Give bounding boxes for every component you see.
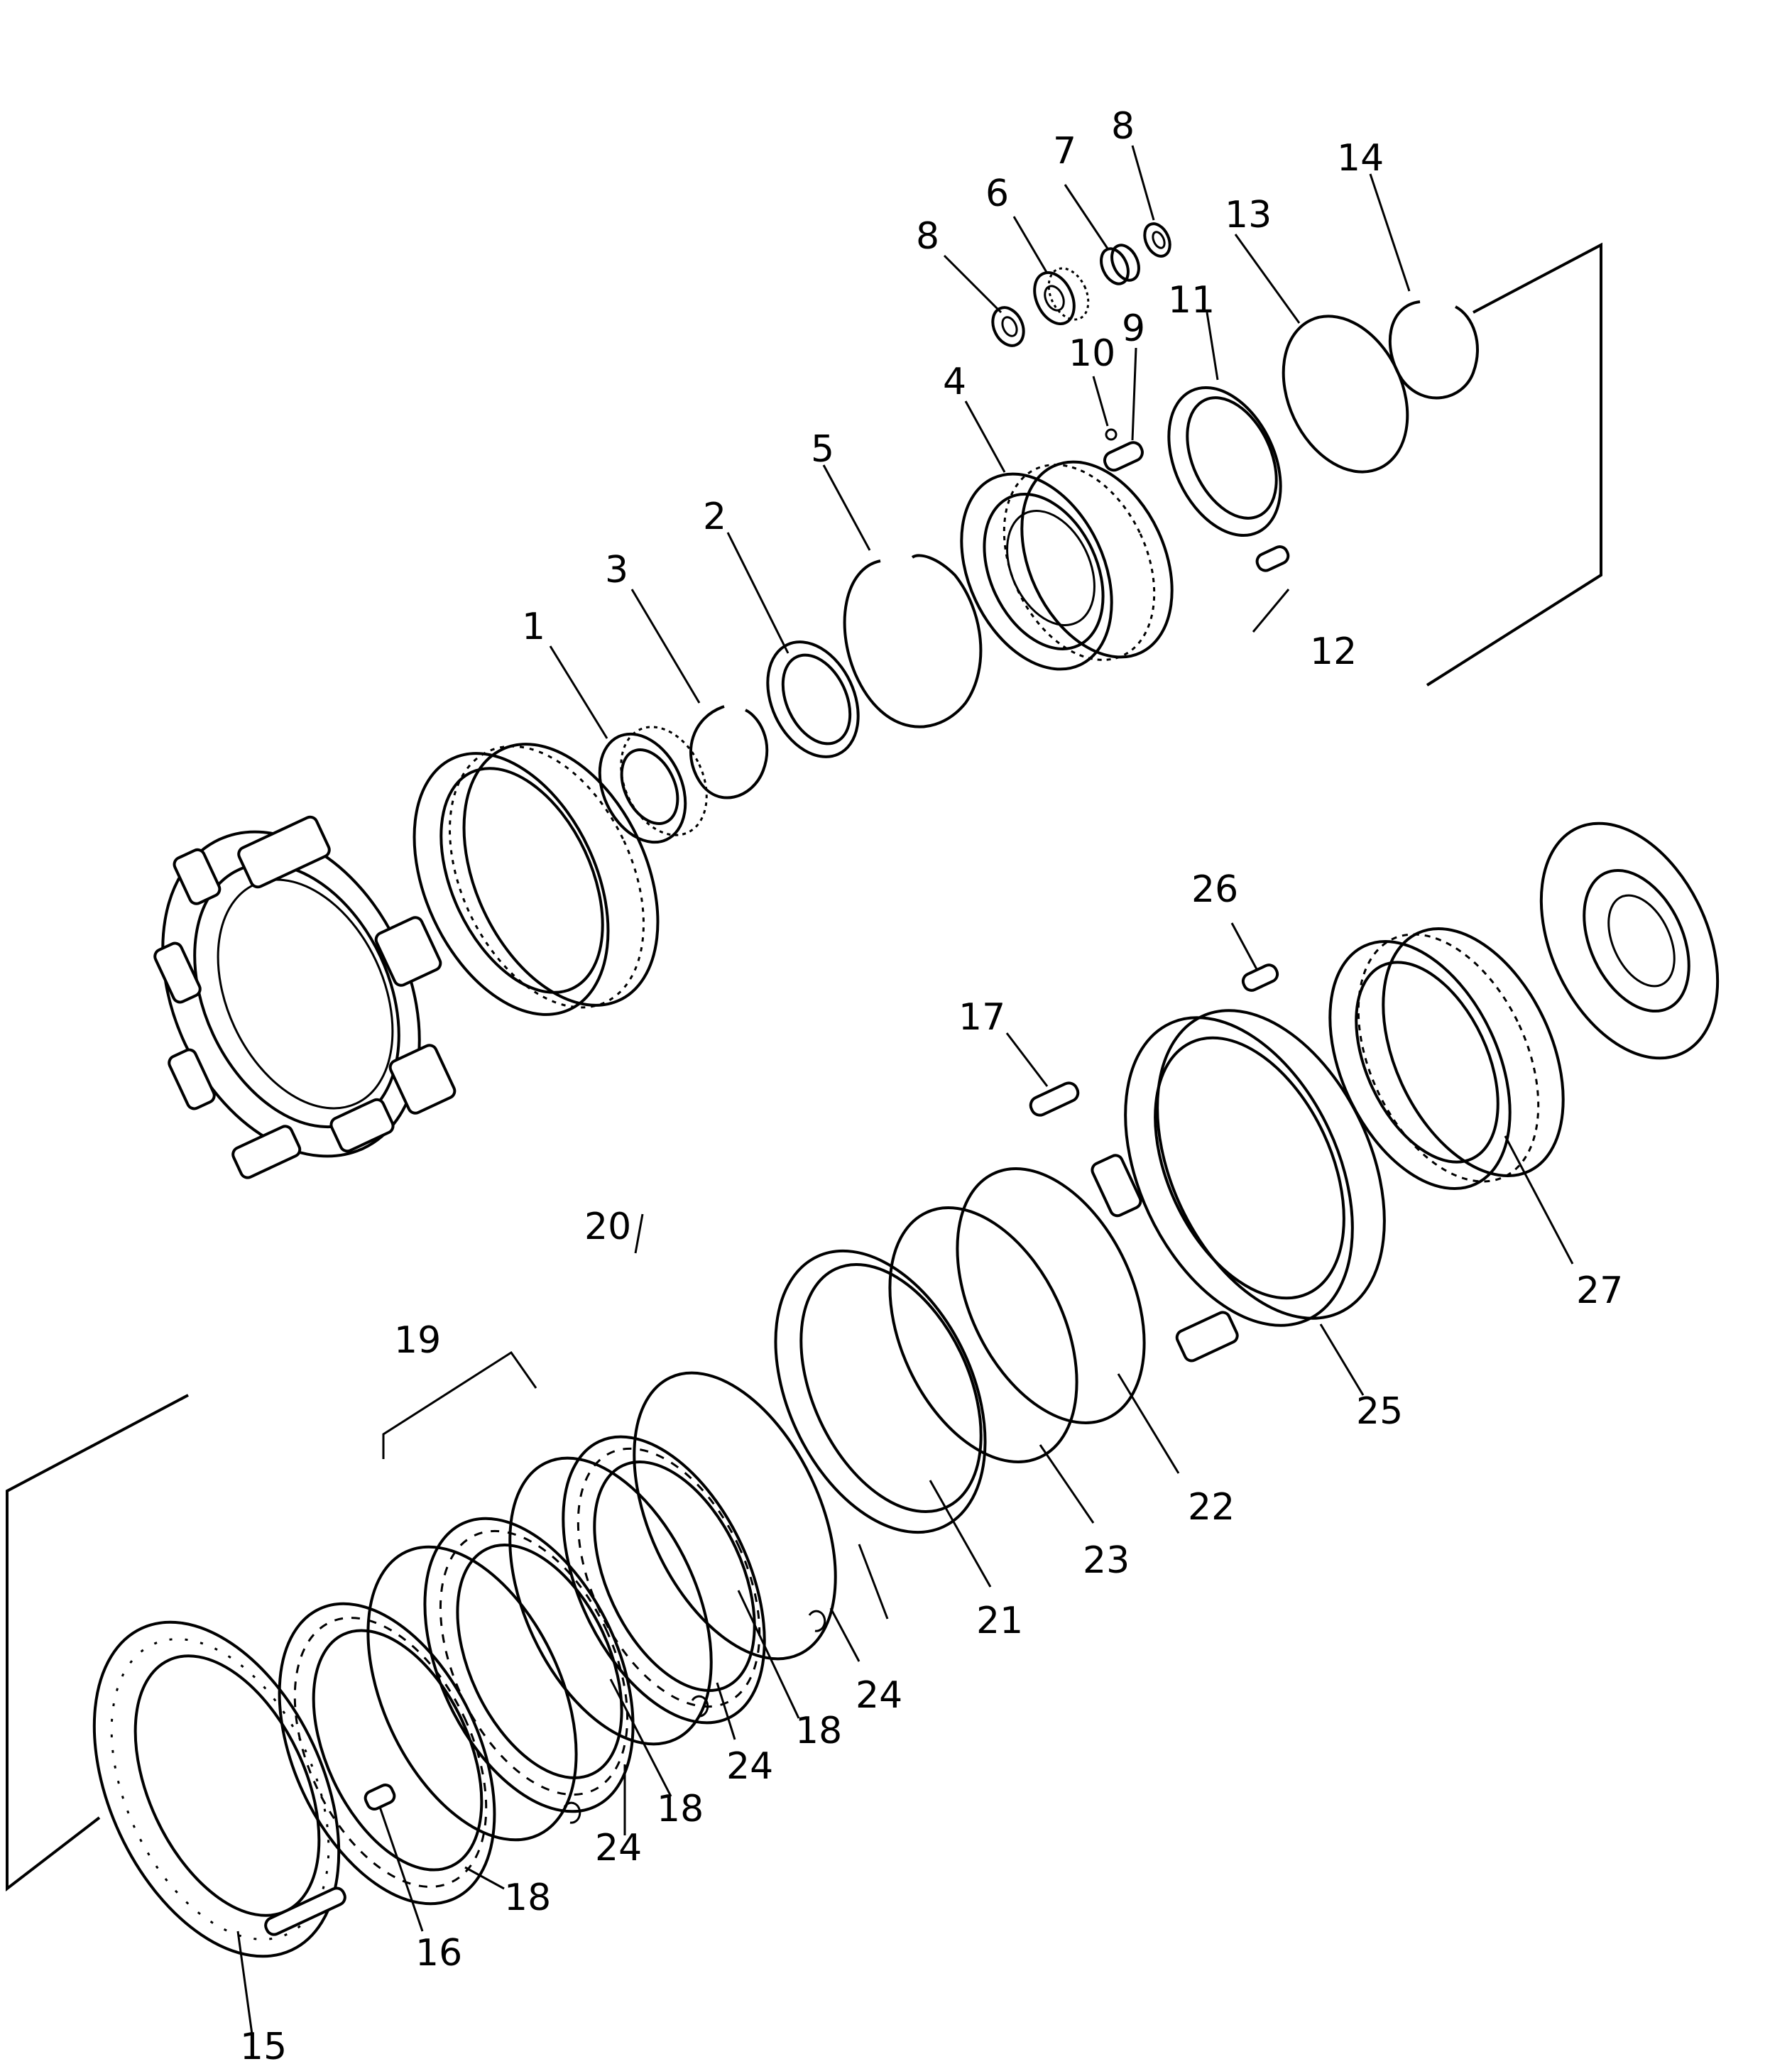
part-26-pin (1241, 963, 1279, 992)
part-23-ring (888, 1206, 1078, 1463)
part-19-plate-1 (366, 1545, 578, 1842)
lower-group-bracket (6, 1394, 189, 1892)
callout-8-left: 8 (916, 215, 939, 258)
part-2-bearing (766, 640, 860, 758)
part-11-ring (1167, 386, 1282, 537)
callout-4: 4 (943, 361, 966, 403)
callout-23: 23 (1083, 1539, 1130, 1582)
callout-10: 10 (1069, 332, 1115, 375)
part-27-drum (1328, 927, 1565, 1190)
part-24-clip-1 (563, 1801, 581, 1824)
upper-group-bracket (1426, 242, 1602, 687)
callout-9: 9 (1122, 307, 1145, 350)
callout-13: 13 (1225, 194, 1272, 236)
part-21-ring (774, 1249, 987, 1534)
callout-8-right: 8 (1111, 105, 1135, 148)
part-24-clip-3 (808, 1610, 826, 1632)
callout-17: 17 (958, 996, 1005, 1039)
part-housing (153, 815, 457, 1179)
callout-labels: 1 2 3 4 5 6 7 8 8 9 10 11 12 13 14 15 16… (240, 105, 1623, 2064)
callout-26: 26 (1191, 868, 1238, 911)
callout-6: 6 (985, 173, 1009, 215)
part-16-spring (364, 1784, 396, 1811)
callout-25: 25 (1356, 1390, 1403, 1433)
part-24-clip-2 (691, 1695, 709, 1718)
callout-24-middle: 24 (726, 1745, 773, 1788)
callout-19-bracket (382, 1350, 537, 1459)
part-10-ball (1105, 428, 1118, 441)
callout-7: 7 (1053, 130, 1076, 173)
callout-18-right: 18 (795, 1710, 842, 1752)
callout-14: 14 (1337, 137, 1384, 180)
callout-12: 12 (1310, 630, 1357, 673)
callout-11: 11 (1168, 279, 1215, 322)
callout-2: 2 (703, 496, 726, 538)
part-8-washer-left (991, 306, 1025, 347)
callout-5: 5 (811, 428, 834, 471)
callout-24-right: 24 (856, 1674, 902, 1717)
callout-18-middle: 18 (657, 1788, 704, 1830)
callout-21: 21 (976, 1600, 1023, 1642)
callout-24-left: 24 (595, 1827, 642, 1869)
callout-19: 19 (394, 1319, 441, 1362)
part-14-snap-ring (1388, 300, 1479, 400)
callout-3: 3 (605, 549, 628, 591)
callout-20: 20 (584, 1206, 631, 1248)
callout-1: 1 (522, 606, 545, 648)
part-12-pin (1255, 545, 1290, 572)
part-22-ring (956, 1167, 1146, 1424)
part-25-housing (1091, 1009, 1386, 1363)
part-1-bearing (598, 726, 708, 844)
callout-27: 27 (1576, 1269, 1623, 1312)
part-4-carrier (960, 460, 1174, 671)
part-5-ring (843, 554, 983, 728)
leader-lines (236, 145, 1574, 2035)
callout-16: 16 (415, 1932, 462, 1975)
part-18-disc-2 (423, 1517, 635, 1813)
part-6-gear (1033, 267, 1090, 326)
part-13-ring (1282, 315, 1409, 474)
part-7-bearing (1100, 244, 1140, 285)
part-20-plate (633, 1371, 837, 1661)
callout-22: 22 (1188, 1486, 1235, 1529)
part-8-washer-right (1143, 222, 1171, 258)
part-19-plate-2 (508, 1456, 713, 1746)
callout-15: 15 (240, 2026, 287, 2060)
part-cover (1539, 821, 1720, 1060)
part-15-pin (264, 1886, 346, 1936)
part-3-snap-ring (689, 705, 769, 799)
part-9-pin (1103, 441, 1144, 472)
callout-18-bottom: 18 (504, 1877, 551, 1919)
part-1-ring-gear (413, 743, 660, 1016)
part-17-pin (1029, 1081, 1080, 1117)
